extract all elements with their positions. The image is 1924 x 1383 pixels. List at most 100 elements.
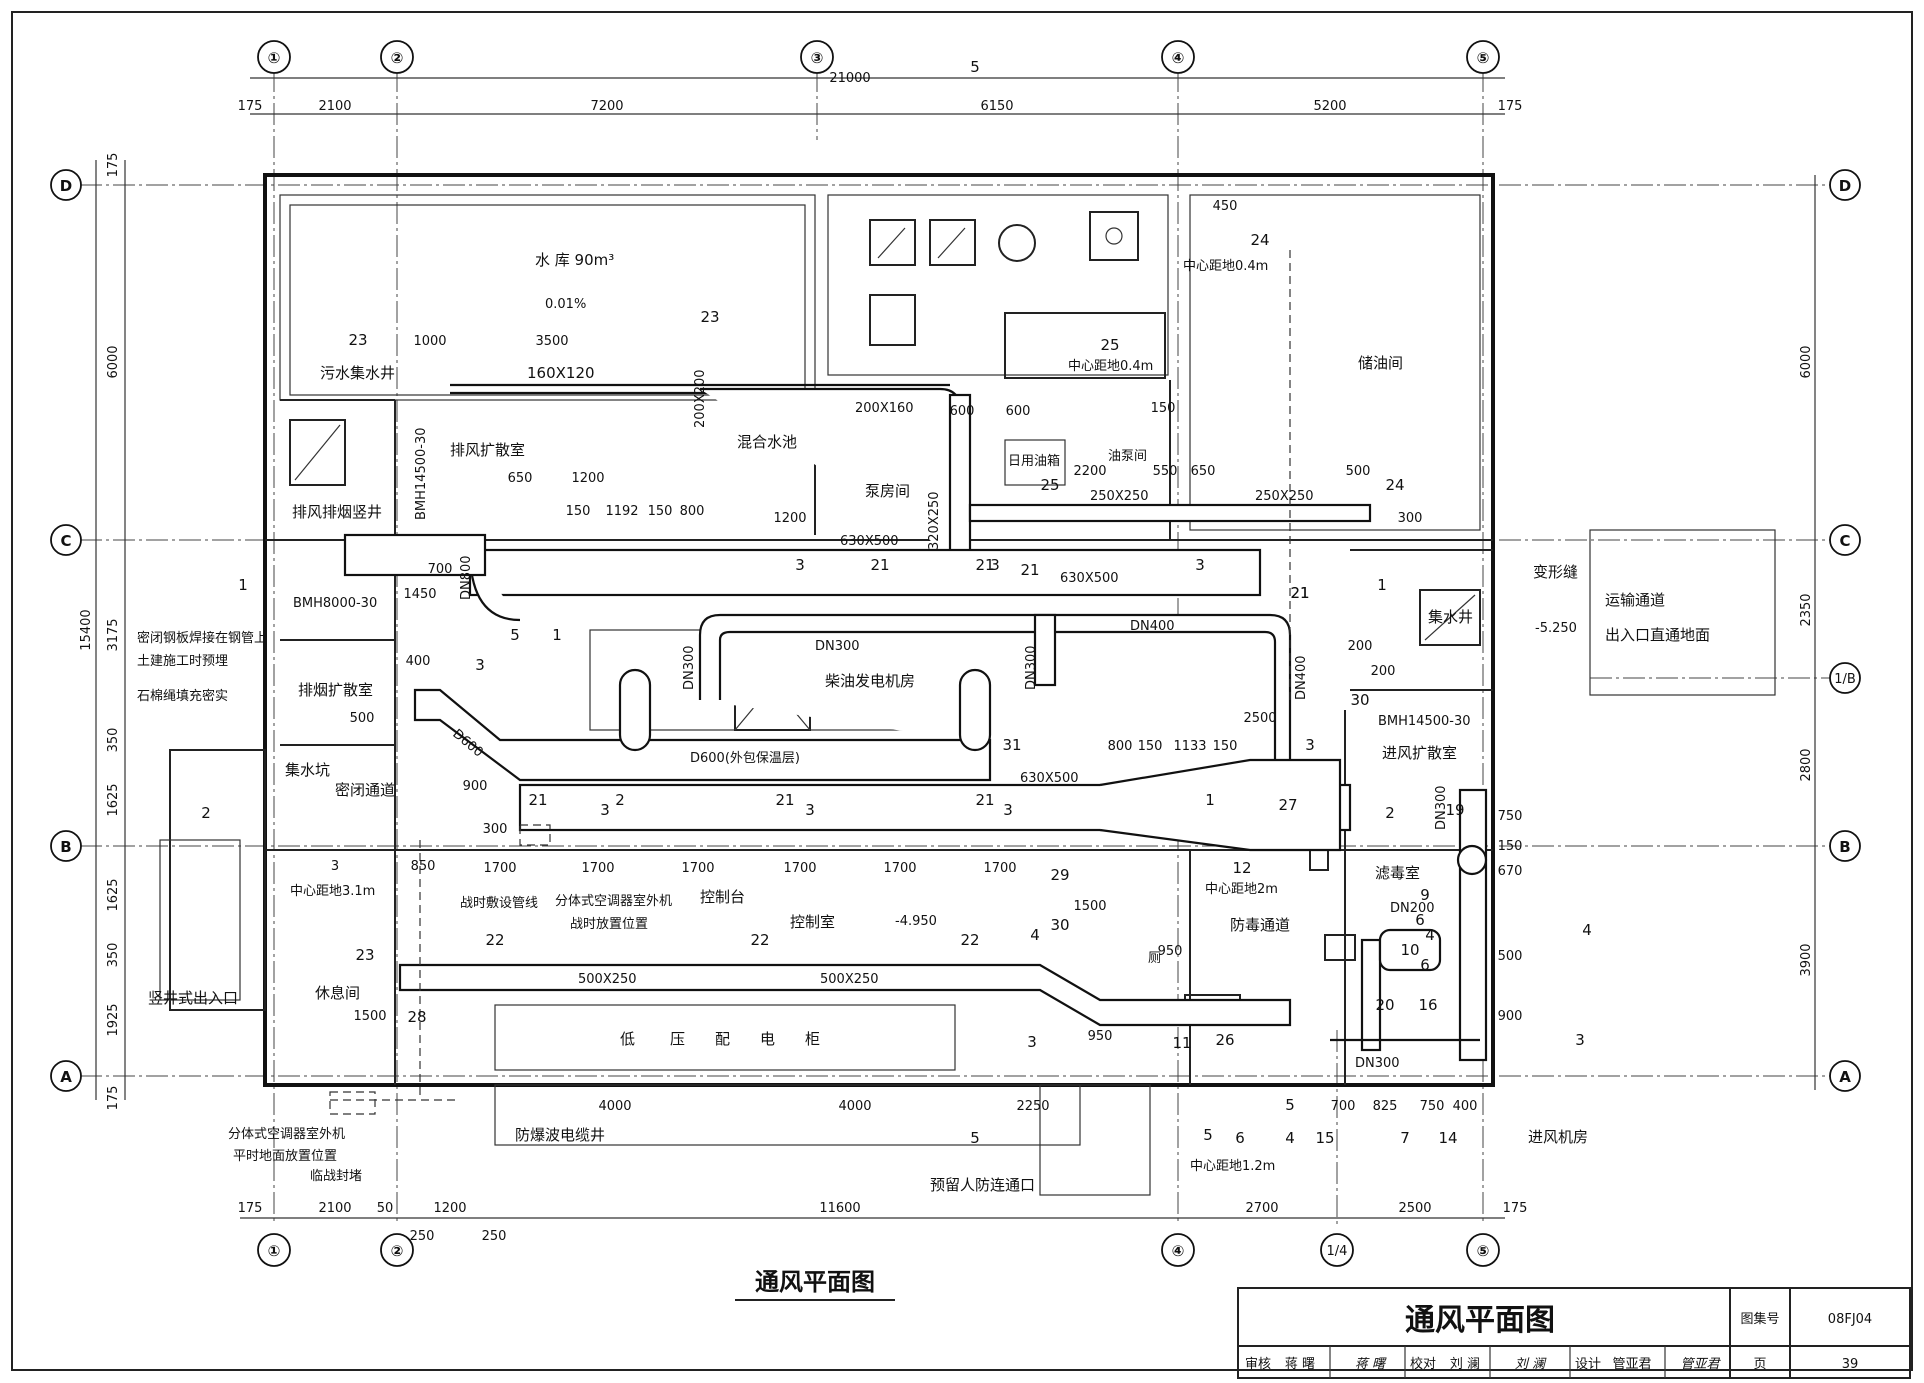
svg-text:泵房间: 泵房间 — [865, 482, 910, 500]
drawing-caption: 通风平面图 — [755, 1268, 875, 1296]
equipment-tag: 3 — [1195, 556, 1205, 574]
sheet-border — [11, 11, 1913, 1371]
svg-text:175: 175 — [238, 1201, 263, 1216]
svg-text:DN300: DN300 — [1434, 785, 1449, 830]
svg-text:08FJ04: 08FJ04 — [1828, 1312, 1872, 1327]
inner-dimension: 2500 — [1243, 711, 1276, 726]
equipment-tag: 11 — [1172, 1034, 1191, 1052]
inner-dimension: 825 — [1373, 1099, 1398, 1114]
equipment-tag: 7 — [1400, 1129, 1410, 1147]
axis-2-top: ② — [391, 49, 404, 67]
inner-dimension: 150 — [1138, 739, 1163, 754]
inner-dimension: 2200 — [1073, 464, 1106, 479]
svg-text:柜: 柜 — [805, 1030, 820, 1048]
svg-text:160X120: 160X120 — [527, 364, 595, 382]
inner-dimension: 150 — [566, 504, 591, 519]
equipment-tag: 16 — [1418, 996, 1437, 1014]
equipment-tag: 19 — [1445, 801, 1464, 819]
svg-text:B: B — [1839, 838, 1850, 856]
svg-text:控制室: 控制室 — [790, 913, 835, 931]
equipment-tag: 30 — [1050, 916, 1069, 934]
svg-text:15400: 15400 — [79, 609, 94, 650]
svg-text:管亚君: 管亚君 — [1680, 1357, 1721, 1372]
inner-dimension: 650 — [508, 471, 533, 486]
equipment-tag: 3 — [600, 801, 610, 819]
equipment-tag: 21 — [528, 791, 547, 809]
svg-text:预留人防连通口: 预留人防连通口 — [930, 1176, 1035, 1194]
inner-dimension: 1700 — [783, 861, 816, 876]
equipment-tag: 1 — [1377, 576, 1387, 594]
svg-text:DN300: DN300 — [1355, 1056, 1400, 1071]
inner-dimension: 800 — [1108, 739, 1133, 754]
equipment-tag: 26 — [1215, 1031, 1234, 1049]
equipment-tag: 21 — [1290, 584, 1309, 602]
svg-text:DN400: DN400 — [1294, 655, 1309, 700]
svg-text:中心距地3.1m: 中心距地3.1m — [290, 884, 375, 899]
equipment-tag: 2 — [201, 804, 211, 822]
svg-text:管亚君: 管亚君 — [1612, 1357, 1651, 1372]
label-water-tank: 水 库 90m³ — [535, 251, 614, 269]
equipment-tag: 3 — [1575, 1031, 1585, 1049]
inner-dimension: 800 — [680, 504, 705, 519]
inner-dimension: 670 — [1498, 864, 1523, 879]
axis-bubbles-side: D C B A D C 1/B B A — [50, 169, 1861, 1092]
inner-dimension: 1450 — [403, 587, 436, 602]
svg-text:630X500: 630X500 — [1020, 771, 1079, 786]
inner-dimension: 3 — [331, 859, 339, 874]
inner-dimension: 700 — [428, 562, 453, 577]
dimensions-right: 6000 2350 2800 3900 — [1799, 175, 1816, 1090]
svg-text:2350: 2350 — [1799, 593, 1814, 626]
inner-dimension: 750 — [1420, 1099, 1445, 1114]
equipment-tag: 3 — [1003, 801, 1013, 819]
equipment-tag: 28 — [407, 1008, 426, 1026]
equipment-tag: 5 — [1203, 1126, 1213, 1144]
svg-text:5200: 5200 — [1313, 99, 1346, 114]
inner-dimension: 550 — [1153, 464, 1178, 479]
svg-text:进风扩散室: 进风扩散室 — [1382, 744, 1457, 762]
inner-dimension: 400 — [1453, 1099, 1478, 1114]
svg-text:电: 电 — [760, 1030, 775, 1048]
axis-5-bottom: ⑤ — [1477, 1242, 1490, 1260]
inner-dimension: 450 — [1213, 199, 1238, 214]
svg-text:D: D — [1839, 177, 1851, 195]
svg-text:A: A — [60, 1068, 72, 1086]
axis-2-bottom: ② — [391, 1242, 404, 1260]
svg-text:11600: 11600 — [819, 1201, 860, 1216]
svg-text:250X250: 250X250 — [1090, 489, 1149, 504]
axis-1-4-bottom: 1/4 — [1327, 1244, 1348, 1259]
svg-text:设计: 设计 — [1575, 1357, 1601, 1372]
dimensions-top: 21000 175 2100 7200 6150 5200 175 — [238, 71, 1523, 115]
inner-dimension: 600 — [1006, 404, 1031, 419]
walls — [159, 173, 1776, 1196]
inner-dimension: 900 — [1498, 1009, 1523, 1024]
inner-dimension: 500 — [350, 711, 375, 726]
svg-text:集水井: 集水井 — [1428, 608, 1473, 626]
svg-text:排烟扩散室: 排烟扩散室 — [298, 681, 373, 699]
equipment-tag: 21 — [975, 791, 994, 809]
inner-dimension: 950 — [1088, 1029, 1113, 1044]
svg-text:临战封堵: 临战封堵 — [310, 1169, 362, 1184]
svg-text:DN300: DN300 — [682, 645, 697, 690]
svg-text:集水坑: 集水坑 — [285, 761, 330, 779]
equipment-tag: 4 — [1030, 926, 1040, 944]
svg-text:7200: 7200 — [590, 99, 623, 114]
inner-dimension: 400 — [406, 654, 431, 669]
svg-text:200X160: 200X160 — [855, 401, 914, 416]
svg-text:蒋 曙: 蒋 曙 — [1355, 1357, 1387, 1372]
annotations: BMH14500-30 BMH8000-30 BMH14500-30 密闭钢板焊… — [137, 259, 1577, 1184]
svg-text:分体式空调器室外机: 分体式空调器室外机 — [555, 893, 672, 909]
svg-text:储油间: 储油间 — [1358, 354, 1403, 372]
equipment-tag: 4 — [1285, 1129, 1295, 1147]
equipment-tag: 21 — [975, 556, 994, 574]
svg-text:滤毒室: 滤毒室 — [1375, 864, 1420, 882]
svg-text:1625: 1625 — [106, 878, 121, 911]
svg-text:175: 175 — [1498, 99, 1523, 114]
svg-text:A: A — [1839, 1068, 1851, 1086]
svg-text:蒋 曙: 蒋 曙 — [1285, 1357, 1315, 1372]
axis-5-top: ⑤ — [1477, 49, 1490, 67]
equipment-tag: 1 — [552, 626, 562, 644]
equipment-tag: 3 — [805, 801, 815, 819]
inner-dimension: 650 — [1191, 464, 1216, 479]
svg-text:压: 压 — [670, 1030, 685, 1048]
